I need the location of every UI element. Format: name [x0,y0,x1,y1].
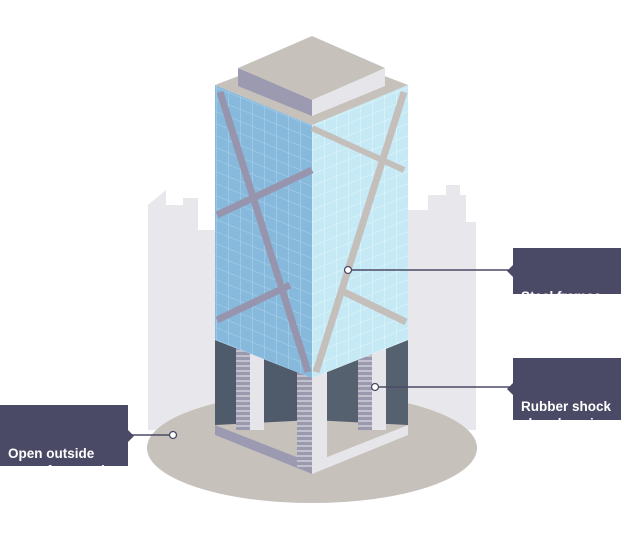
callout-text: Open outside areas for people to assembl… [8,446,113,495]
steel-frames [215,90,408,374]
callout-shock-absorbers: Rubber shock absorbers in foundations [507,358,621,448]
callout-arrow [507,383,513,395]
callout-open-areas: Open outside areas for people to assembl… [0,405,134,495]
callout-text: Rubber shock absorbers in foundations [521,399,612,448]
pointer-dots [168,265,380,440]
callout-text: Steel frames that can sway [521,289,610,321]
shock-absorber-pillars [236,345,386,468]
callout-arrow [507,265,513,277]
roof [215,36,408,125]
callout-arrow [128,429,134,442]
background-skyline [148,185,476,430]
leader-lines [127,269,513,436]
callout-steel-frames: Steel frames that can sway [507,248,621,321]
